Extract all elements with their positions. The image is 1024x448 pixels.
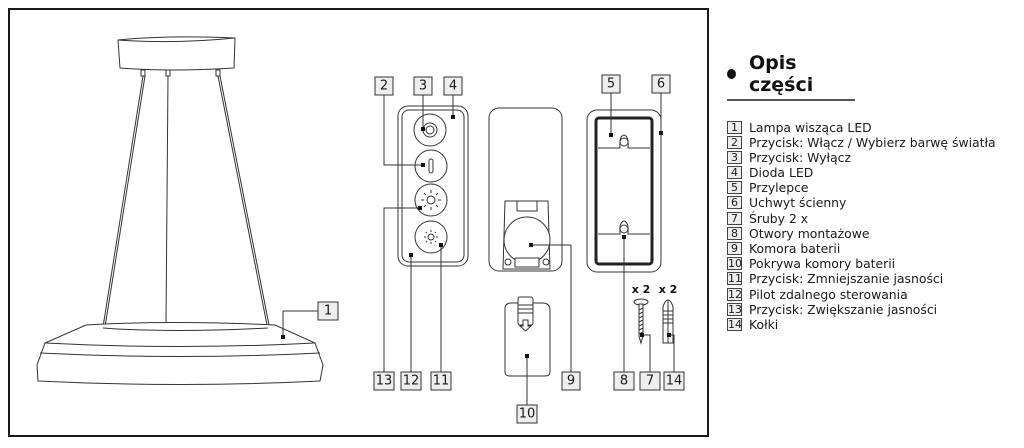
callout-7: 7	[639, 333, 661, 391]
legend-item: 13 Przycisk: Zwiększanie jasności	[727, 301, 1024, 317]
callout-2: 2	[374, 76, 425, 167]
callout-14-label: 14	[666, 374, 683, 389]
ceiling-canopy	[117, 36, 236, 77]
legend-item-label: Pilot zdalnego sterowania	[749, 286, 908, 302]
sun-rays-large	[421, 190, 441, 210]
legend-title: Opis części	[727, 52, 855, 101]
callout-8-label: 8	[620, 374, 628, 389]
callout-3-label: 3	[419, 79, 427, 94]
legend-item: 14 Kołki	[727, 316, 1024, 332]
legend-item-label: Otwory montażowe	[749, 225, 870, 241]
legend-item: 9 Komora baterii	[727, 241, 1024, 256]
dowel: x 2 14	[659, 283, 685, 391]
dowels-quantity: x 2	[659, 283, 678, 296]
battery-compartment	[503, 216, 551, 264]
callout-2-label: 2	[380, 79, 388, 94]
legend-item-number: 13	[727, 302, 742, 316]
legend-item-number: 7	[727, 211, 742, 225]
callout-10-label: 10	[519, 407, 536, 422]
legend-item-number: 1	[727, 120, 742, 134]
legend-item-label: Dioda LED	[749, 165, 814, 181]
legend-item: 10 Pokrywa komory baterii	[727, 256, 1024, 272]
slide-arrow-icon	[518, 319, 533, 332]
remote-control: 2 3 4 13 12	[373, 76, 469, 391]
callout-6: 6	[651, 74, 671, 135]
legend-item-label: Lampa wisząca LED	[749, 119, 872, 135]
legend-item-number: 14	[727, 317, 742, 331]
callout-11: 11	[430, 243, 452, 391]
callout-14: 14	[663, 333, 685, 391]
callout-5: 5	[601, 74, 621, 137]
wall-bracket: 5 6 8	[586, 74, 671, 391]
callout-9: 9	[529, 243, 581, 391]
legend-item-number: 6	[727, 196, 742, 210]
legend-item-label: Komora baterii	[749, 241, 841, 256]
battery-cover: 10	[504, 296, 551, 424]
callout-12-label: 12	[403, 374, 420, 389]
callout-6-label: 6	[657, 77, 665, 92]
diagram-frame	[8, 8, 709, 437]
legend-item: 6 Uchwyt ścienny	[727, 195, 1024, 211]
callout-4: 4	[443, 76, 463, 119]
callout-9-label: 9	[567, 374, 575, 389]
bullet-icon	[727, 69, 736, 79]
legend-list: 1 Lampa wisząca LED 2 Przycisk: Włącz / Wyb…	[727, 119, 1024, 332]
legend-item-number: 12	[727, 287, 742, 301]
legend-item: 5 Przylepce	[727, 180, 1024, 196]
legend-item-number: 11	[727, 272, 742, 286]
legend-item-label: Przycisk: Zmniejszanie jasności	[749, 271, 944, 287]
screw: x 2 7	[632, 283, 661, 391]
callout-8: 8	[613, 235, 635, 391]
callout-12: 12	[400, 253, 422, 391]
callout-5-label: 5	[607, 77, 615, 92]
legend-item-label: Uchwyt ścienny	[749, 195, 847, 211]
legend-item: 8 Otwory montażowe	[727, 225, 1024, 241]
legend-item: 4 Dioda LED	[727, 165, 1024, 181]
callout-4-label: 4	[449, 79, 457, 94]
legend-item: 3 Przycisk: Wyłącz	[727, 149, 1024, 165]
lamp-ring	[36, 322, 324, 385]
legend-item: 11 Przycisk: Zmniejszanie jasności	[727, 271, 1024, 287]
legend-item-number: 3	[727, 150, 742, 164]
callout-13-label: 13	[376, 374, 393, 389]
legend-item-label: Przycisk: Włącz / Wybierz barwę światła	[749, 134, 996, 150]
callout-10: 10	[516, 354, 538, 424]
legend-item: 7 Śruby 2 x	[727, 210, 1024, 226]
legend-item-number: 8	[727, 226, 742, 240]
sun-rays-small	[424, 230, 438, 244]
legend-item-number: 2	[727, 135, 742, 149]
legend-item-number: 10	[727, 257, 742, 271]
legend-item-number: 4	[727, 166, 742, 180]
legend-item-label: Przylepce	[749, 180, 809, 196]
legend-item: 12 Pilot zdalnego sterowania	[727, 286, 1024, 302]
callout-11-label: 11	[433, 374, 450, 389]
callout-1-label: 1	[324, 304, 332, 319]
callout-13: 13	[373, 206, 422, 391]
legend-item-number: 9	[727, 242, 742, 255]
legend-item: 2 Przycisk: Włącz / Wybierz barwę światła	[727, 134, 1024, 150]
legend-title-text: Opis części	[748, 52, 814, 96]
callout-1: 1	[281, 301, 339, 339]
remote-back: 9	[488, 107, 581, 391]
legend-item-number: 5	[727, 181, 742, 195]
suspension-cables	[102, 75, 270, 328]
legend-item: 1 Lampa wisząca LED	[727, 119, 1024, 135]
legend-item-label: Śruby 2 x	[749, 210, 809, 226]
legend-item-label: Kołki	[749, 316, 779, 332]
callout-3: 3	[413, 76, 433, 131]
screws-quantity: x 2	[632, 283, 651, 296]
legend-item-label: Przycisk: Zwiększanie jasności	[749, 301, 938, 317]
legend-item-label: Przycisk: Wyłącz	[749, 149, 851, 165]
pendant-lamp: 1	[36, 36, 339, 385]
callout-7-label: 7	[646, 374, 654, 389]
legend-item-label: Pokrywa komory baterii	[749, 256, 896, 272]
